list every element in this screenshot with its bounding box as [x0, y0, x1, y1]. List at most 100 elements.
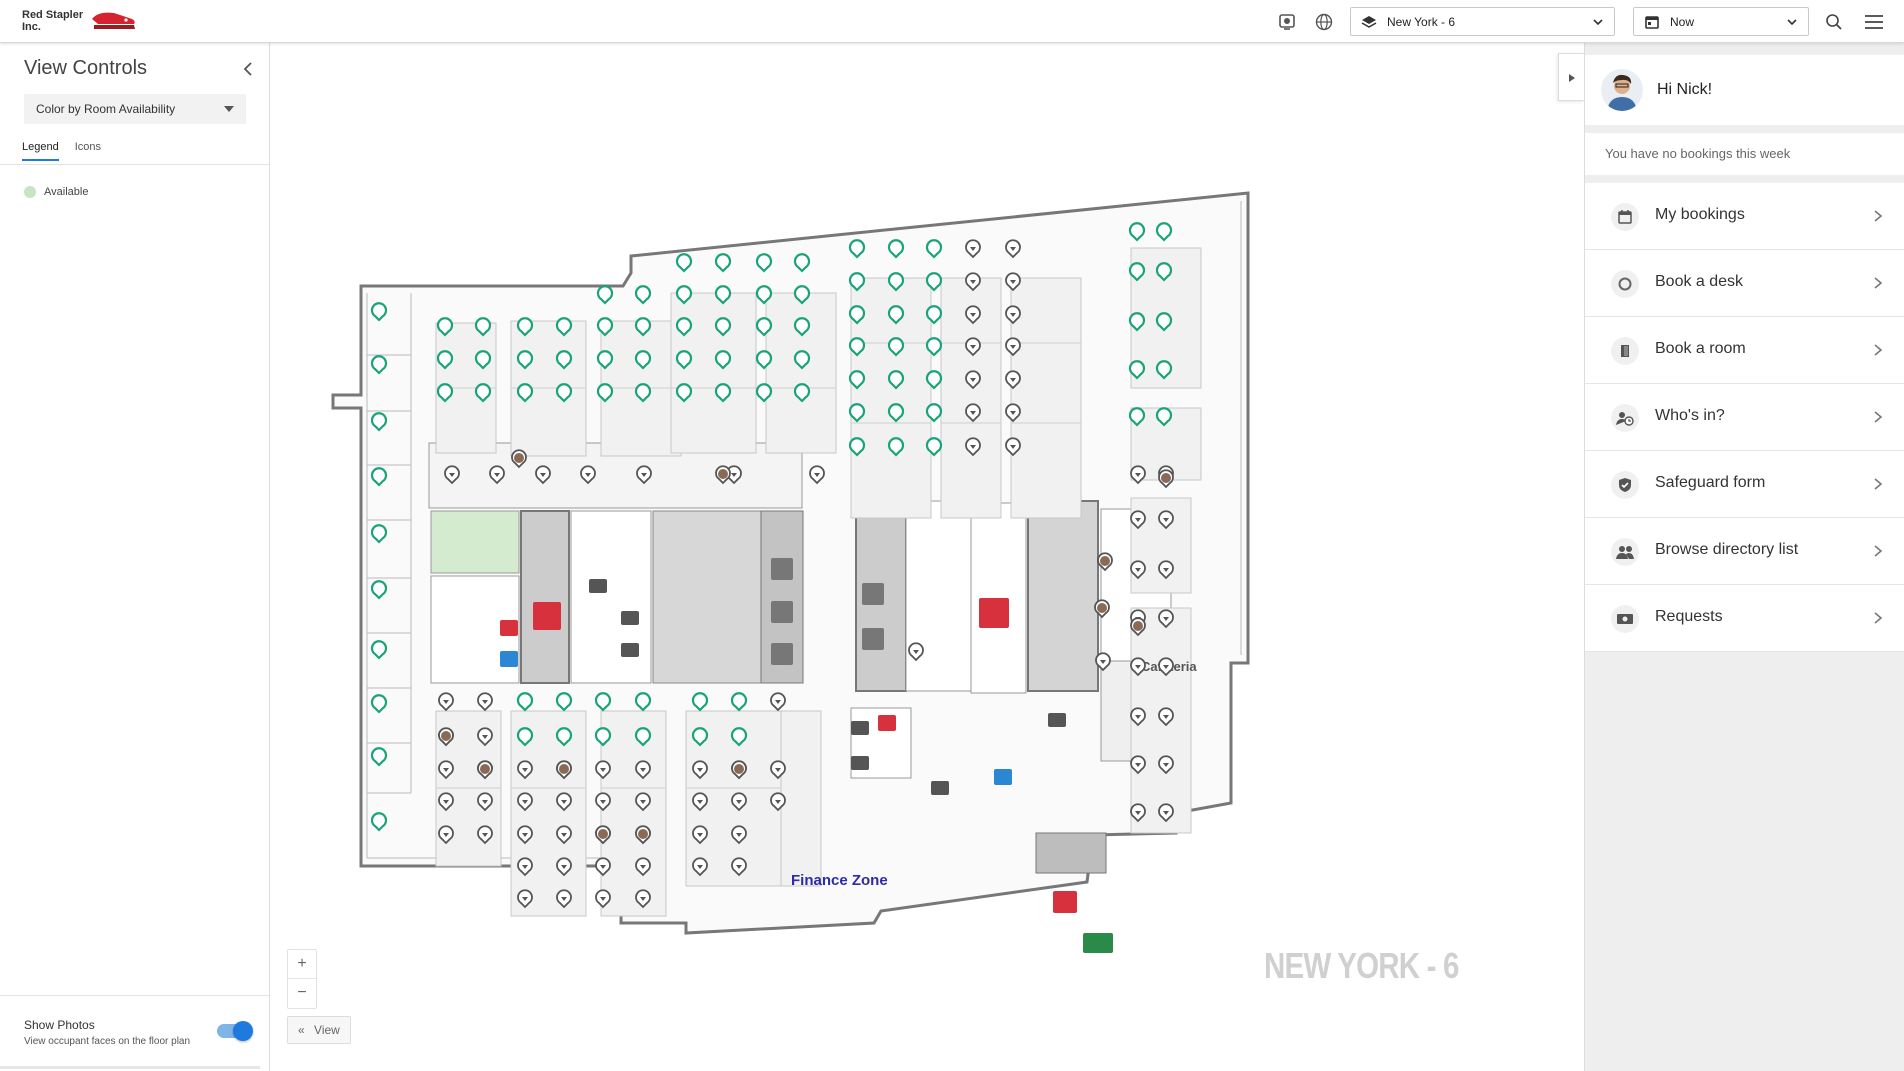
menu-book-room[interactable]: Book a room [1585, 317, 1904, 384]
available-desk-pin[interactable] [1155, 360, 1173, 380]
available-desk-pin[interactable] [1155, 312, 1173, 332]
available-desk-pin[interactable] [887, 437, 905, 457]
available-desk-pin[interactable] [1155, 222, 1173, 242]
available-desk-pin[interactable] [887, 239, 905, 259]
occupied-desk-pin[interactable] [1005, 403, 1021, 423]
available-desk-pin[interactable] [1128, 407, 1146, 427]
available-desk-pin[interactable] [730, 727, 748, 747]
available-desk-pin[interactable] [848, 239, 866, 259]
available-desk-pin[interactable] [675, 317, 693, 337]
available-desk-pin[interactable] [793, 253, 811, 273]
available-desk-pin[interactable] [1155, 262, 1173, 282]
occupied-desk-pin[interactable] [438, 727, 454, 747]
occupied-desk-pin[interactable] [595, 825, 611, 845]
available-desk-pin[interactable] [675, 253, 693, 273]
occupied-desk-pin[interactable] [635, 792, 651, 812]
available-desk-pin[interactable] [436, 383, 454, 403]
occupied-desk-pin[interactable] [1130, 617, 1146, 637]
available-desk-pin[interactable] [370, 812, 388, 832]
occupied-desk-pin[interactable] [1005, 272, 1021, 292]
menu-my-bookings[interactable]: My bookings [1585, 183, 1904, 250]
occupied-desk-pin[interactable] [1130, 803, 1146, 823]
tab-legend[interactable]: Legend [22, 139, 59, 161]
occupied-desk-pin[interactable] [635, 825, 651, 845]
available-desk-pin[interactable] [555, 350, 573, 370]
available-desk-pin[interactable] [714, 383, 732, 403]
occupied-desk-pin[interactable] [1130, 510, 1146, 530]
available-desk-pin[interactable] [370, 524, 388, 544]
occupied-desk-pin[interactable] [635, 857, 651, 877]
occupied-desk-pin[interactable] [731, 825, 747, 845]
zoom-out-button[interactable]: − [297, 984, 307, 1001]
occupied-desk-pin[interactable] [477, 825, 493, 845]
occupied-desk-pin[interactable] [1130, 465, 1146, 485]
search-icon[interactable] [1821, 9, 1847, 35]
available-desk-pin[interactable] [516, 350, 534, 370]
tab-icons[interactable]: Icons [74, 141, 102, 153]
occupied-desk-pin[interactable] [1130, 657, 1146, 677]
available-desk-pin[interactable] [887, 272, 905, 292]
occupied-desk-pin[interactable] [580, 465, 596, 485]
occupied-desk-pin[interactable] [965, 403, 981, 423]
occupied-desk-pin[interactable] [1158, 560, 1174, 580]
occupied-desk-pin[interactable] [1005, 305, 1021, 325]
available-desk-pin[interactable] [755, 317, 773, 337]
occupied-desk-pin[interactable] [517, 825, 533, 845]
occupied-desk-pin[interactable] [692, 825, 708, 845]
available-desk-pin[interactable] [887, 370, 905, 390]
occupied-desk-pin[interactable] [477, 760, 493, 780]
available-desk-pin[interactable] [925, 239, 943, 259]
available-desk-pin[interactable] [1155, 407, 1173, 427]
available-desk-pin[interactable] [755, 383, 773, 403]
occupied-desk-pin[interactable] [692, 792, 708, 812]
available-desk-pin[interactable] [370, 467, 388, 487]
occupied-desk-pin[interactable] [438, 825, 454, 845]
expand-panel-button[interactable] [1558, 53, 1584, 101]
occupied-desk-pin[interactable] [1005, 337, 1021, 357]
available-desk-pin[interactable] [675, 383, 693, 403]
available-desk-pin[interactable] [675, 285, 693, 305]
available-desk-pin[interactable] [714, 350, 732, 370]
occupied-desk-pin[interactable] [444, 465, 460, 485]
occupied-desk-pin[interactable] [556, 825, 572, 845]
occupied-desk-pin[interactable] [556, 889, 572, 909]
available-desk-pin[interactable] [516, 317, 534, 337]
available-desk-pin[interactable] [848, 370, 866, 390]
kiosk-icon[interactable] [1274, 9, 1300, 35]
occupied-desk-pin[interactable] [1005, 239, 1021, 259]
available-desk-pin[interactable] [555, 692, 573, 712]
occupied-desk-pin[interactable] [511, 449, 527, 469]
occupied-desk-pin[interactable] [1158, 609, 1174, 629]
occupied-desk-pin[interactable] [556, 857, 572, 877]
occupied-desk-pin[interactable] [635, 889, 651, 909]
available-desk-pin[interactable] [887, 305, 905, 325]
occupied-desk-pin[interactable] [731, 760, 747, 780]
available-desk-pin[interactable] [925, 337, 943, 357]
floor-plan-map[interactable]: Cafeteria Finance Zone + − « View NEW YO… [271, 43, 1584, 1071]
menu-book-desk[interactable]: Book a desk [1585, 250, 1904, 317]
menu-safeguard-form[interactable]: Safeguard form [1585, 451, 1904, 518]
available-desk-pin[interactable] [555, 727, 573, 747]
available-desk-pin[interactable] [730, 692, 748, 712]
occupied-desk-pin[interactable] [1130, 755, 1146, 775]
available-desk-pin[interactable] [596, 285, 614, 305]
available-desk-pin[interactable] [555, 317, 573, 337]
available-desk-pin[interactable] [474, 317, 492, 337]
menu-whos-in[interactable]: Who's in? [1585, 384, 1904, 451]
available-desk-pin[interactable] [848, 437, 866, 457]
occupied-desk-pin[interactable] [965, 437, 981, 457]
available-desk-pin[interactable] [370, 355, 388, 375]
available-desk-pin[interactable] [691, 692, 709, 712]
available-desk-pin[interactable] [594, 727, 612, 747]
available-desk-pin[interactable] [1128, 360, 1146, 380]
available-desk-pin[interactable] [714, 317, 732, 337]
available-desk-pin[interactable] [370, 580, 388, 600]
occupied-desk-pin[interactable] [965, 337, 981, 357]
available-desk-pin[interactable] [370, 412, 388, 432]
occupied-desk-pin[interactable] [1158, 755, 1174, 775]
available-desk-pin[interactable] [793, 317, 811, 337]
available-desk-pin[interactable] [516, 727, 534, 747]
available-desk-pin[interactable] [793, 350, 811, 370]
available-desk-pin[interactable] [848, 305, 866, 325]
available-desk-pin[interactable] [634, 383, 652, 403]
